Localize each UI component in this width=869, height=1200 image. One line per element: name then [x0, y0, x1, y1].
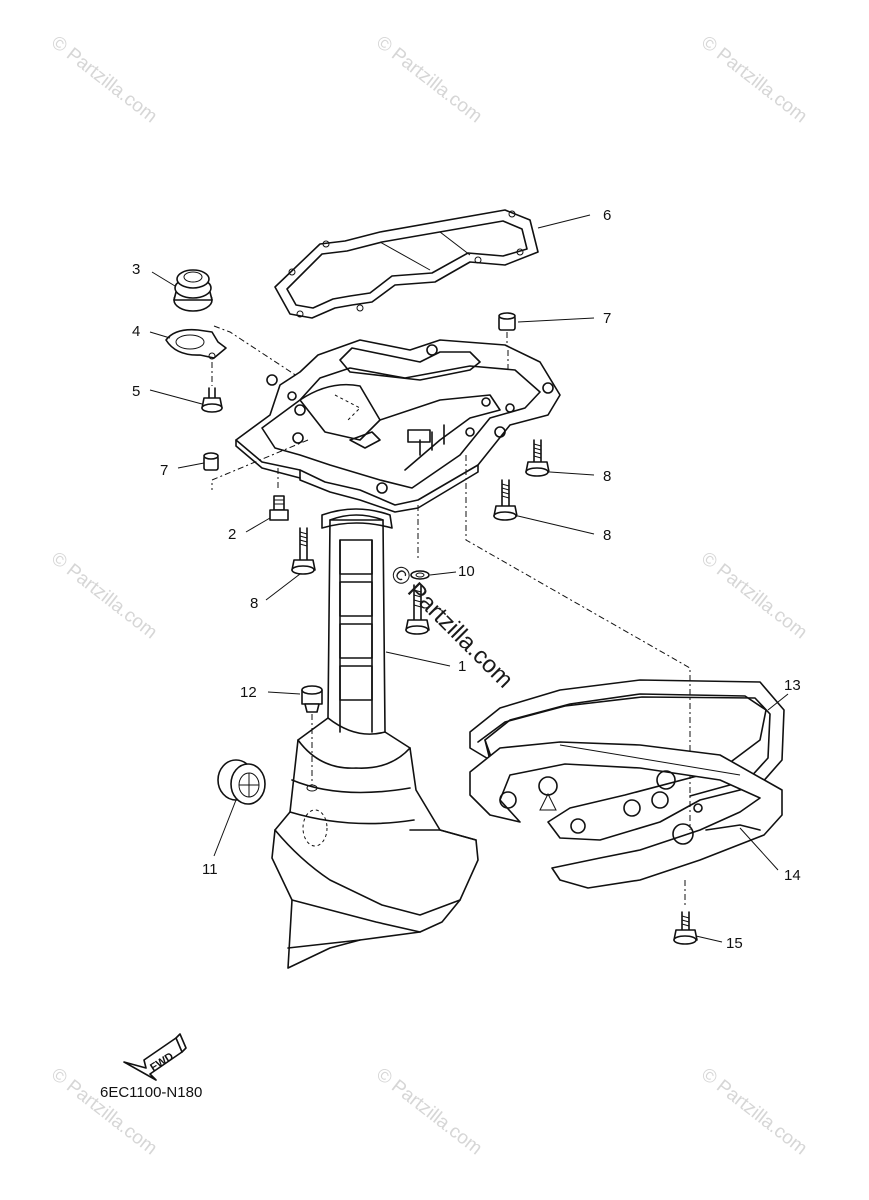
callout-8-right-bottom: 8	[603, 527, 611, 544]
callout-7-top: 7	[603, 310, 611, 327]
grommet-part-3	[173, 269, 213, 312]
callout-2: 2	[228, 526, 236, 543]
bolt-part-8-b	[493, 479, 518, 521]
plate-part-4	[165, 328, 227, 360]
callout-4: 4	[132, 323, 140, 340]
leader-lines	[149, 214, 789, 943]
bolt-part-5	[201, 387, 223, 413]
callout-1: 1	[458, 658, 466, 675]
upper-casing-part-1	[271, 508, 479, 969]
callout-15: 15	[726, 935, 743, 952]
collar-part-7-left	[203, 452, 219, 471]
callout-12: 12	[240, 684, 257, 701]
callout-6: 6	[603, 207, 611, 224]
washer-part-10	[410, 570, 430, 580]
grommet-part-11	[217, 759, 266, 805]
diagram-code: 6EC1100-N180	[100, 1084, 203, 1101]
fwd-arrow-icon: FWD	[123, 1033, 187, 1081]
callout-11: 11	[202, 861, 218, 878]
nipple-part-2	[269, 495, 289, 521]
bolt-part-8-a	[525, 439, 550, 477]
callout-13: 13	[784, 677, 801, 694]
bolt-part-8-c	[291, 527, 316, 575]
callout-5: 5	[132, 383, 140, 400]
callout-10: 10	[458, 563, 475, 580]
bolt-part-10	[405, 584, 430, 635]
callout-7-left: 7	[160, 462, 168, 479]
gasket-part-6	[274, 209, 539, 319]
mount-plate	[235, 339, 561, 513]
callout-8-left: 8	[250, 595, 258, 612]
bracket-part-14	[469, 741, 783, 889]
collar-part-7-top	[498, 312, 516, 331]
callout-14: 14	[784, 867, 801, 884]
callout-3: 3	[132, 261, 140, 278]
bolt-part-15	[673, 911, 698, 945]
callout-8-right-top: 8	[603, 468, 611, 485]
plug-part-12	[301, 685, 323, 713]
